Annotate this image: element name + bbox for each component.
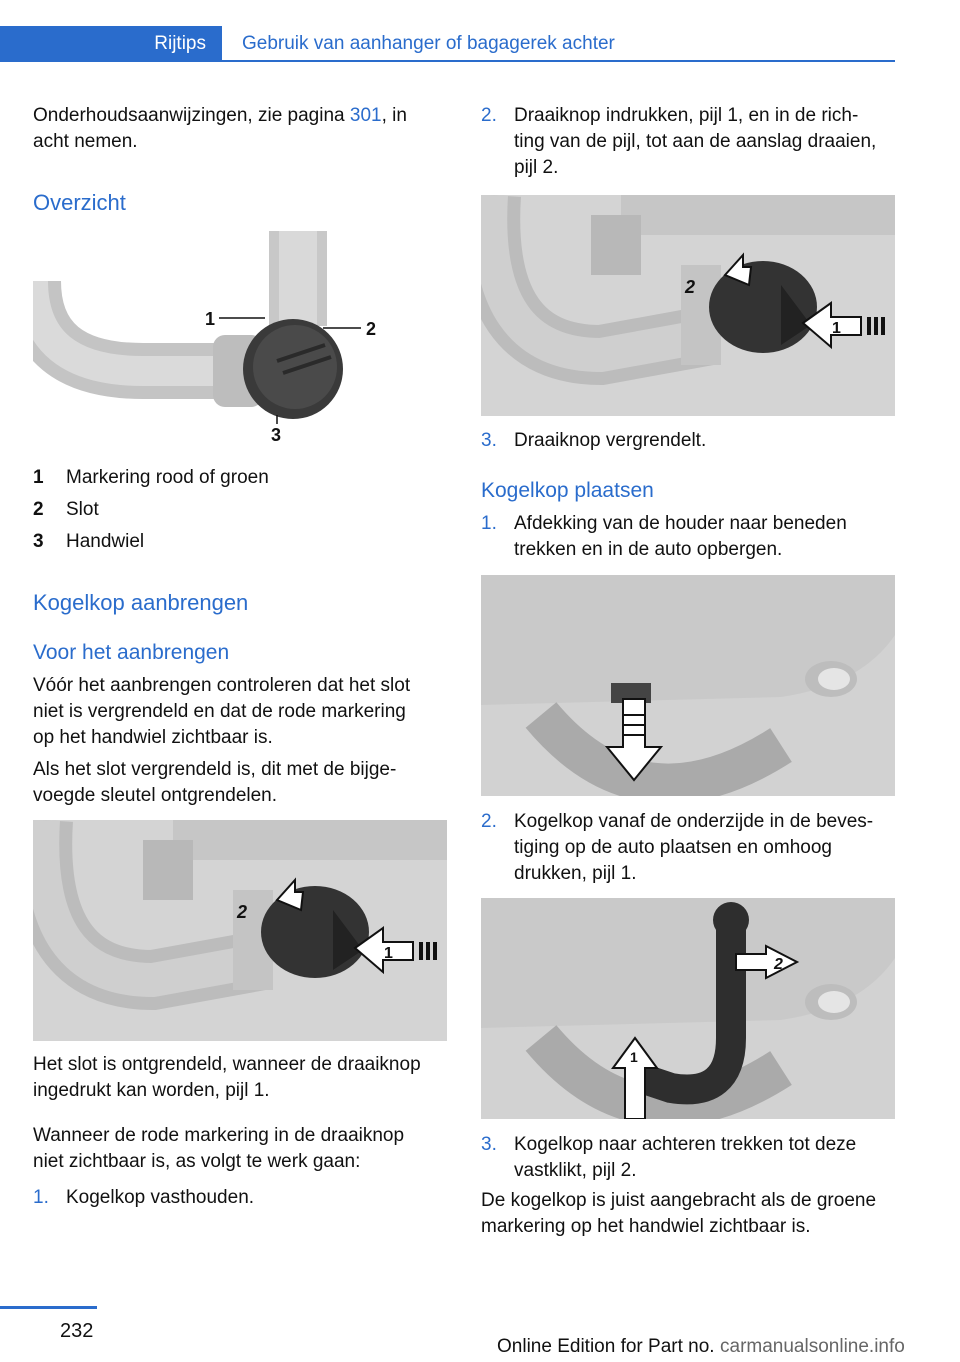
fig3-label-1: 1 <box>832 320 841 337</box>
footer-rule <box>0 1306 97 1309</box>
place-heading: Kogelkop plaatsen <box>481 479 654 502</box>
page-link[interactable]: 301 <box>349 105 382 126</box>
overview-figure: 1 2 3 <box>33 231 447 453</box>
fig1-label-2: 2 <box>366 319 376 339</box>
fig1-label-1: 1 <box>205 309 215 329</box>
section-heading: Kogelkop aanbrengen <box>33 590 249 615</box>
cover-figure <box>481 575 895 796</box>
step-item: 2. Kogelkop vanaf de onderzijde in de be… <box>481 811 874 884</box>
header-rule <box>0 60 895 62</box>
knob-figure-right: 2 1 <box>481 195 895 416</box>
ball-head-figure: 2 1 <box>481 898 895 1119</box>
paragraph: Vóór het aanbrengen controleren dat het … <box>33 675 411 748</box>
page-number: 232 <box>60 1320 94 1342</box>
section-tab[interactable]: Rijtips <box>0 26 222 62</box>
step-item: 1.Kogelkop vasthouden. <box>33 1187 255 1208</box>
fig3-label-2: 2 <box>684 277 695 297</box>
step-item: 3. Kogelkop naar achteren trekken tot de… <box>481 1134 857 1181</box>
paragraph: Het slot is ontgrendeld, wanneer de draa… <box>33 1054 421 1101</box>
fig5-label-2: 2 <box>773 956 783 973</box>
step-item: 2. Draaiknop indrukken, pijl 1, en in de… <box>481 105 877 178</box>
fig2-label-1: 1 <box>384 945 393 962</box>
step-item: 3.Draaiknop vergrendelt. <box>481 430 707 451</box>
overview-heading: Overzicht <box>33 190 126 215</box>
paragraph: De kogelkop is juist aangebracht als de … <box>481 1190 877 1237</box>
fig5-label-1: 1 <box>630 1049 638 1065</box>
section-tab-label: Rijtips <box>154 33 206 54</box>
watermark: carmanualsonline.info <box>716 1334 909 1360</box>
paragraph: Wanneer de rode markering in de draaikno… <box>33 1125 405 1172</box>
knob-figure-left: 2 1 <box>33 820 447 1041</box>
sub-heading: Voor het aanbrengen <box>33 641 230 664</box>
fig2-label-2: 2 <box>236 902 247 922</box>
chapter-title: Gebruik van aanhanger of bagagerek achte… <box>242 33 615 54</box>
fig1-label-3: 3 <box>271 425 281 445</box>
intro-paragraph: Onderhoudsaanwijzingen, zie pagina 301, … <box>33 105 407 152</box>
paragraph: Als het slot vergrendeld is, dit met de … <box>33 759 397 806</box>
